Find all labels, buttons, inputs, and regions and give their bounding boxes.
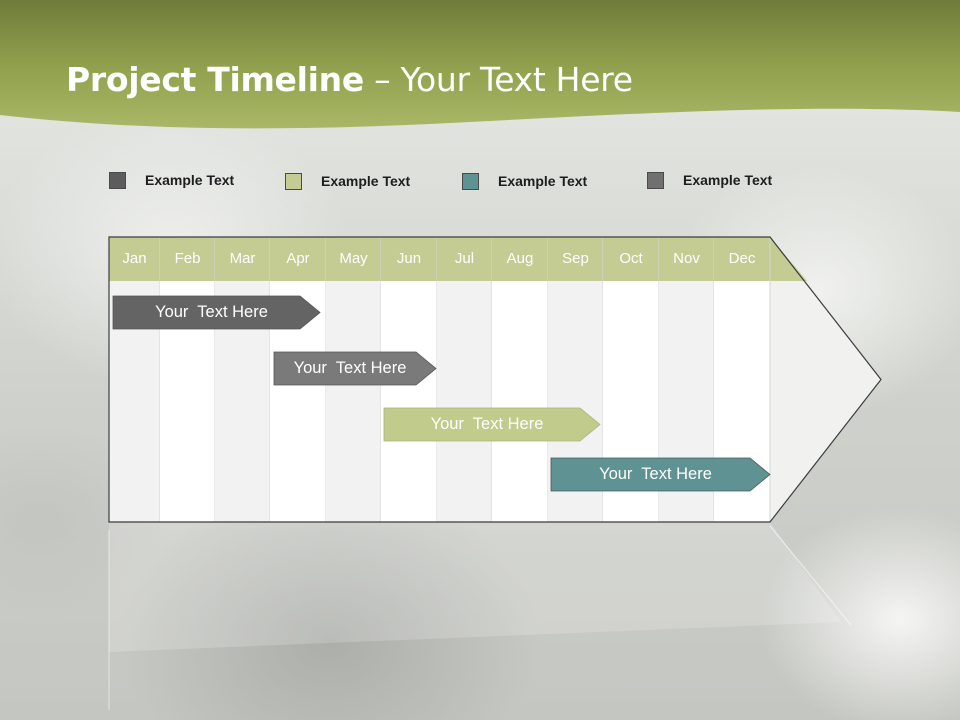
month-header-cell — [548, 237, 603, 281]
month-header-cell — [270, 237, 326, 281]
month-column — [381, 281, 437, 522]
chart-reflection — [109, 522, 841, 652]
month-header-cell — [381, 237, 437, 281]
month-header-cell — [437, 237, 492, 281]
month-column — [326, 281, 381, 522]
legend-item-4: Example Text — [647, 169, 772, 191]
task-arrow-3 — [383, 407, 601, 442]
legend-item-1: Example Text — [109, 169, 234, 191]
month-column — [492, 281, 548, 522]
task-arrow-4 — [550, 457, 771, 492]
legend-swatch — [285, 172, 302, 190]
month-label-aug: Aug — [506, 250, 534, 267]
task-label-1: Your Text Here — [155, 303, 268, 321]
task-label-3: Your Text Here — [430, 415, 544, 433]
legend-label: Example Text — [321, 173, 411, 189]
legend-swatch — [462, 172, 479, 190]
timeline-outline — [108, 236, 882, 523]
month-label-sep: Sep — [562, 250, 589, 267]
timeline-arrow-head — [770, 237, 881, 522]
task-label-2: Your Text Here — [293, 359, 407, 377]
title-banner — [0, 0, 960, 129]
month-label-jan: Jan — [122, 250, 147, 267]
month-header-cell — [492, 237, 548, 281]
month-header-cell — [109, 237, 160, 281]
month-label-oct: Oct — [619, 250, 643, 267]
month-header-cell — [603, 237, 659, 281]
legend-swatch — [109, 171, 126, 189]
task-label-4: Your Text Here — [599, 465, 712, 483]
month-label-may: May — [339, 250, 368, 267]
month-header-cell — [215, 237, 270, 281]
legend-swatch — [647, 171, 664, 189]
task-arrow-2 — [273, 351, 437, 386]
month-header-cell — [160, 237, 215, 281]
month-label-feb: Feb — [174, 250, 201, 267]
month-label-jul: Jul — [454, 250, 475, 267]
month-header-cell — [659, 237, 714, 281]
legend-item-2: Example Text — [285, 170, 410, 192]
legend-label: Example Text — [683, 172, 773, 188]
month-label-mar: Mar — [229, 250, 256, 267]
month-label-jun: Jun — [396, 250, 422, 267]
month-label-dec: Dec — [728, 250, 756, 267]
legend-label: Example Text — [145, 172, 235, 188]
month-label-nov: Nov — [673, 250, 700, 267]
legend-label: Example Text — [498, 173, 588, 189]
month-label-apr: Apr — [286, 250, 310, 267]
month-header-cell — [326, 237, 381, 281]
month-header-cell — [714, 237, 770, 281]
page-title: Project Timeline – Your Text Here — [66, 60, 633, 99]
reflection-line — [769, 525, 852, 626]
legend-item-3: Example Text — [462, 170, 587, 192]
month-column — [437, 281, 492, 522]
task-arrow-1 — [112, 295, 321, 330]
